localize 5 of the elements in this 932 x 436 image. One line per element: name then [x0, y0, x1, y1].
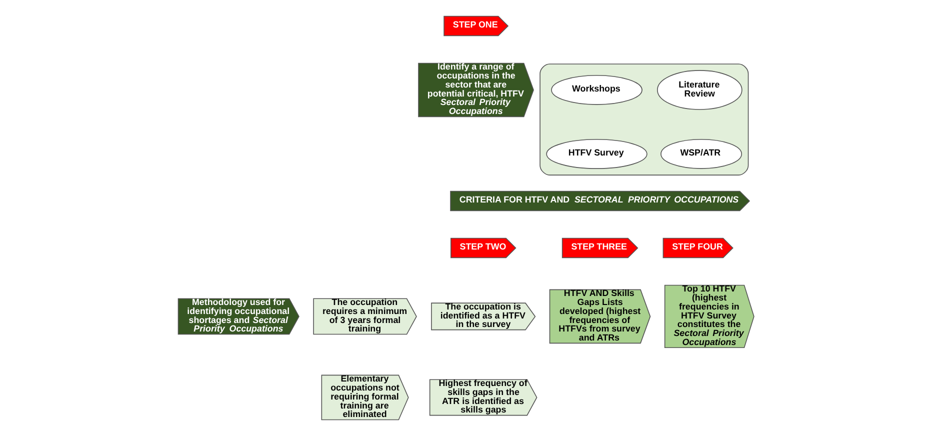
node-ellipse: Workshops: [550, 74, 642, 105]
cluster: [539, 64, 748, 176]
node-ellipse: HTFV Survey: [546, 139, 647, 169]
node-ellipse: Literature Review: [656, 70, 742, 110]
node-ellipse: WSP/ATR: [660, 139, 742, 169]
